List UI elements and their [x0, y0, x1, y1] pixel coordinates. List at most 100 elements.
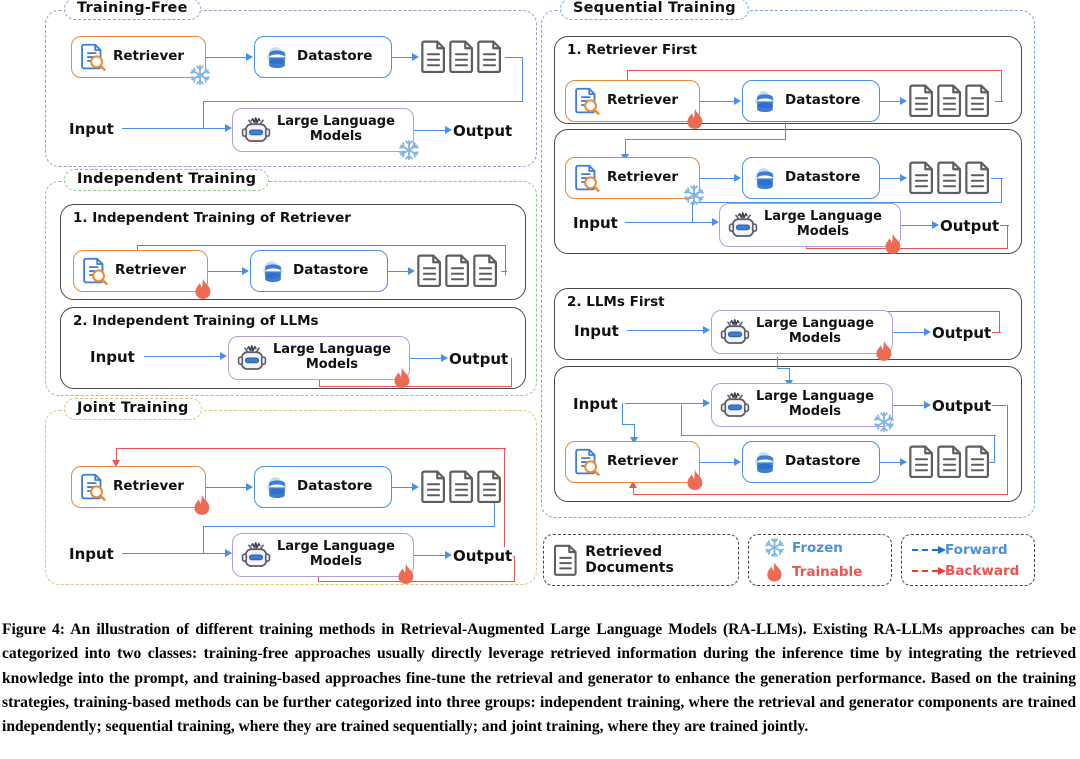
- flame-icon: [687, 108, 703, 129]
- node-datastore[interactable]: Datastore: [742, 157, 880, 199]
- edge-llm-feed-right: [681, 435, 996, 436]
- documents-icon: [473, 254, 497, 287]
- edge-datastore-docs: [880, 101, 902, 102]
- node-retriever[interactable]: Retriever: [565, 80, 700, 122]
- edge-input-llm: [122, 553, 204, 554]
- node-label-datastore: Datastore: [297, 478, 373, 495]
- arrow-head: [924, 327, 931, 336]
- node-datastore[interactable]: Datastore: [742, 441, 880, 483]
- edge-input-branch-right: [622, 424, 635, 425]
- edge-backward-rail2: [514, 556, 515, 582]
- cloud-database-icon: [267, 47, 287, 69]
- text-input: Input: [572, 214, 619, 232]
- edge-backward-rail: [999, 311, 1000, 333]
- legend-label-backward: Backward: [945, 562, 1020, 579]
- group-label-joint-training: Joint Training: [64, 398, 202, 421]
- edge-input-llm: [625, 403, 705, 404]
- edge-backward-down-retriever: [116, 448, 117, 461]
- documents-icon: [445, 254, 469, 287]
- edge-backward-rail: [1007, 405, 1008, 495]
- node-retriever[interactable]: Retriever: [565, 157, 700, 199]
- edge-backward-into-llm: [319, 378, 320, 386]
- document-search-icon: [82, 257, 108, 285]
- frozen-badge: [398, 139, 420, 161]
- snowflake-icon: [684, 184, 704, 206]
- edge-backward-down: [627, 69, 628, 83]
- trainable-badge: [391, 366, 413, 390]
- forward-arrow-icon: [912, 546, 946, 554]
- text-output: Output: [931, 324, 993, 342]
- edge-retriever-datastore: [700, 462, 736, 463]
- edge-backward-docs: [995, 101, 1003, 102]
- frozen-badge: [189, 64, 211, 86]
- text-input: Input: [68, 545, 115, 563]
- document-search-icon: [574, 448, 600, 476]
- panel-title: 1. Independent Training of Retriever: [73, 210, 351, 226]
- snowflake-icon: [190, 64, 210, 86]
- arrow-head: [412, 482, 419, 491]
- documents-icon: [937, 161, 962, 194]
- node-label-retriever: Retriever: [607, 169, 679, 186]
- arrow-head: [900, 457, 907, 466]
- arrow-head-backward: [111, 460, 120, 467]
- edge-backward-top: [116, 448, 506, 449]
- flame-icon: [195, 278, 211, 299]
- edge-llm-output: [410, 358, 443, 359]
- arrow-head: [900, 173, 907, 182]
- node-label-datastore: Datastore: [785, 453, 861, 470]
- legend-forward-backward: Forward Backward: [901, 534, 1035, 586]
- edge-retriever-datastore: [206, 57, 248, 58]
- edge-docs-feed-down: [521, 57, 523, 102]
- flame-icon: [767, 562, 782, 582]
- arrow-head: [225, 548, 232, 557]
- arrow-head: [900, 96, 907, 105]
- node-datastore[interactable]: Datastore: [250, 250, 388, 292]
- node-retriever[interactable]: Retriever: [73, 250, 208, 292]
- group-label-independent-training: Independent Training: [64, 169, 270, 192]
- edge-backward-docs: [501, 271, 507, 272]
- documents-icon: [965, 161, 990, 194]
- edge-datastore-docs: [392, 487, 414, 488]
- arrow-head: [629, 437, 638, 444]
- edge-seq-link-left: [625, 139, 786, 140]
- edge-datastore-docs: [880, 178, 902, 179]
- node-datastore[interactable]: Datastore: [742, 80, 880, 122]
- arrow-head: [712, 217, 719, 226]
- arrow-head: [734, 96, 741, 105]
- edge-backward-right: [511, 358, 512, 386]
- edge-llm-output: [893, 405, 926, 406]
- cloud-database-icon: [755, 91, 775, 113]
- text-output: Output: [448, 350, 510, 368]
- legend-row-frozen: Frozen: [764, 537, 876, 558]
- node-label-retriever: Retriever: [113, 48, 185, 65]
- edge-retriever-datastore: [700, 101, 736, 102]
- node-retriever[interactable]: Retriever: [565, 441, 700, 483]
- node-datastore[interactable]: Datastore: [254, 466, 392, 508]
- text-input: Input: [573, 322, 620, 340]
- edge-docs-feed-left: [203, 101, 522, 102]
- node-retriever[interactable]: Retriever: [71, 466, 206, 508]
- node-retriever[interactable]: Retriever: [71, 36, 206, 78]
- robot-icon: [237, 344, 267, 370]
- flame-icon: [394, 367, 410, 388]
- flame-icon: [194, 494, 210, 515]
- legend-label-frozen: Frozen: [792, 539, 843, 556]
- node-label-datastore: Datastore: [785, 92, 861, 109]
- edge-llm-output: [414, 555, 447, 556]
- node-label-retriever: Retriever: [113, 478, 185, 495]
- edge-retriever-datastore: [700, 178, 736, 179]
- node-retrieved-documents: [417, 254, 499, 287]
- document-search-icon: [80, 43, 106, 71]
- node-datastore[interactable]: Datastore: [254, 36, 392, 78]
- edge-llm-output: [414, 130, 447, 131]
- edge-seq-link-down: [785, 121, 786, 140]
